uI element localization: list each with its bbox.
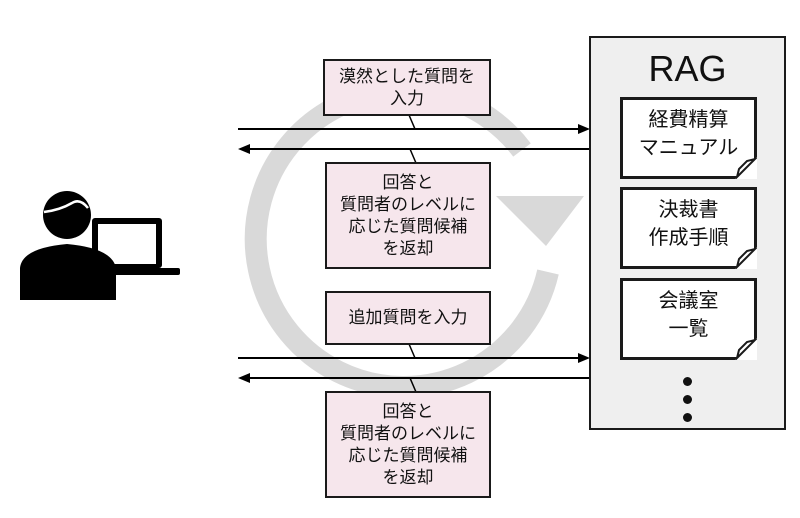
ellipsis-dot <box>683 413 692 422</box>
rag-panel: RAG 経費精算 マニュアル 決裁書 作成手順 会議室 一覧 <box>589 36 786 430</box>
message-additional-question: 追加質問を入力 <box>325 291 491 345</box>
page-fold-icon <box>735 157 757 179</box>
leader-line <box>409 377 417 393</box>
ellipsis-dot <box>683 395 692 404</box>
leader-line <box>408 114 416 130</box>
document-expense-manual: 経費精算 マニュアル <box>620 97 757 179</box>
document-approval-procedure: 決裁書 作成手順 <box>620 187 757 269</box>
arrow-to-user-1 <box>238 144 589 154</box>
document-label: 経費精算 マニュアル <box>638 107 739 159</box>
more-documents-indicator <box>591 377 784 431</box>
document-label: 決裁書 作成手順 <box>648 197 729 249</box>
arrow-to-rag-2 <box>238 353 590 363</box>
page-fold-icon <box>735 338 757 360</box>
user-at-laptop-icon <box>20 191 180 300</box>
page-fold-icon <box>735 247 757 269</box>
arrow-to-user-2 <box>238 373 589 383</box>
ellipsis-dot <box>683 377 692 386</box>
rag-title: RAG <box>648 48 727 89</box>
arrow-to-rag-1 <box>238 124 590 134</box>
leader-line <box>408 343 416 359</box>
leader-line <box>409 148 417 164</box>
message-answer-and-suggestions: 回答と 質問者のレベルに 応じた質問候補 を返却 <box>325 162 491 269</box>
document-meeting-room-list: 会議室 一覧 <box>620 278 757 360</box>
message-answer-and-suggestions: 回答と 質問者のレベルに 応じた質問候補 を返却 <box>325 391 491 498</box>
document-label: 会議室 一覧 <box>658 288 719 340</box>
message-vague-question: 漠然とした質問を 入力 <box>323 59 491 116</box>
